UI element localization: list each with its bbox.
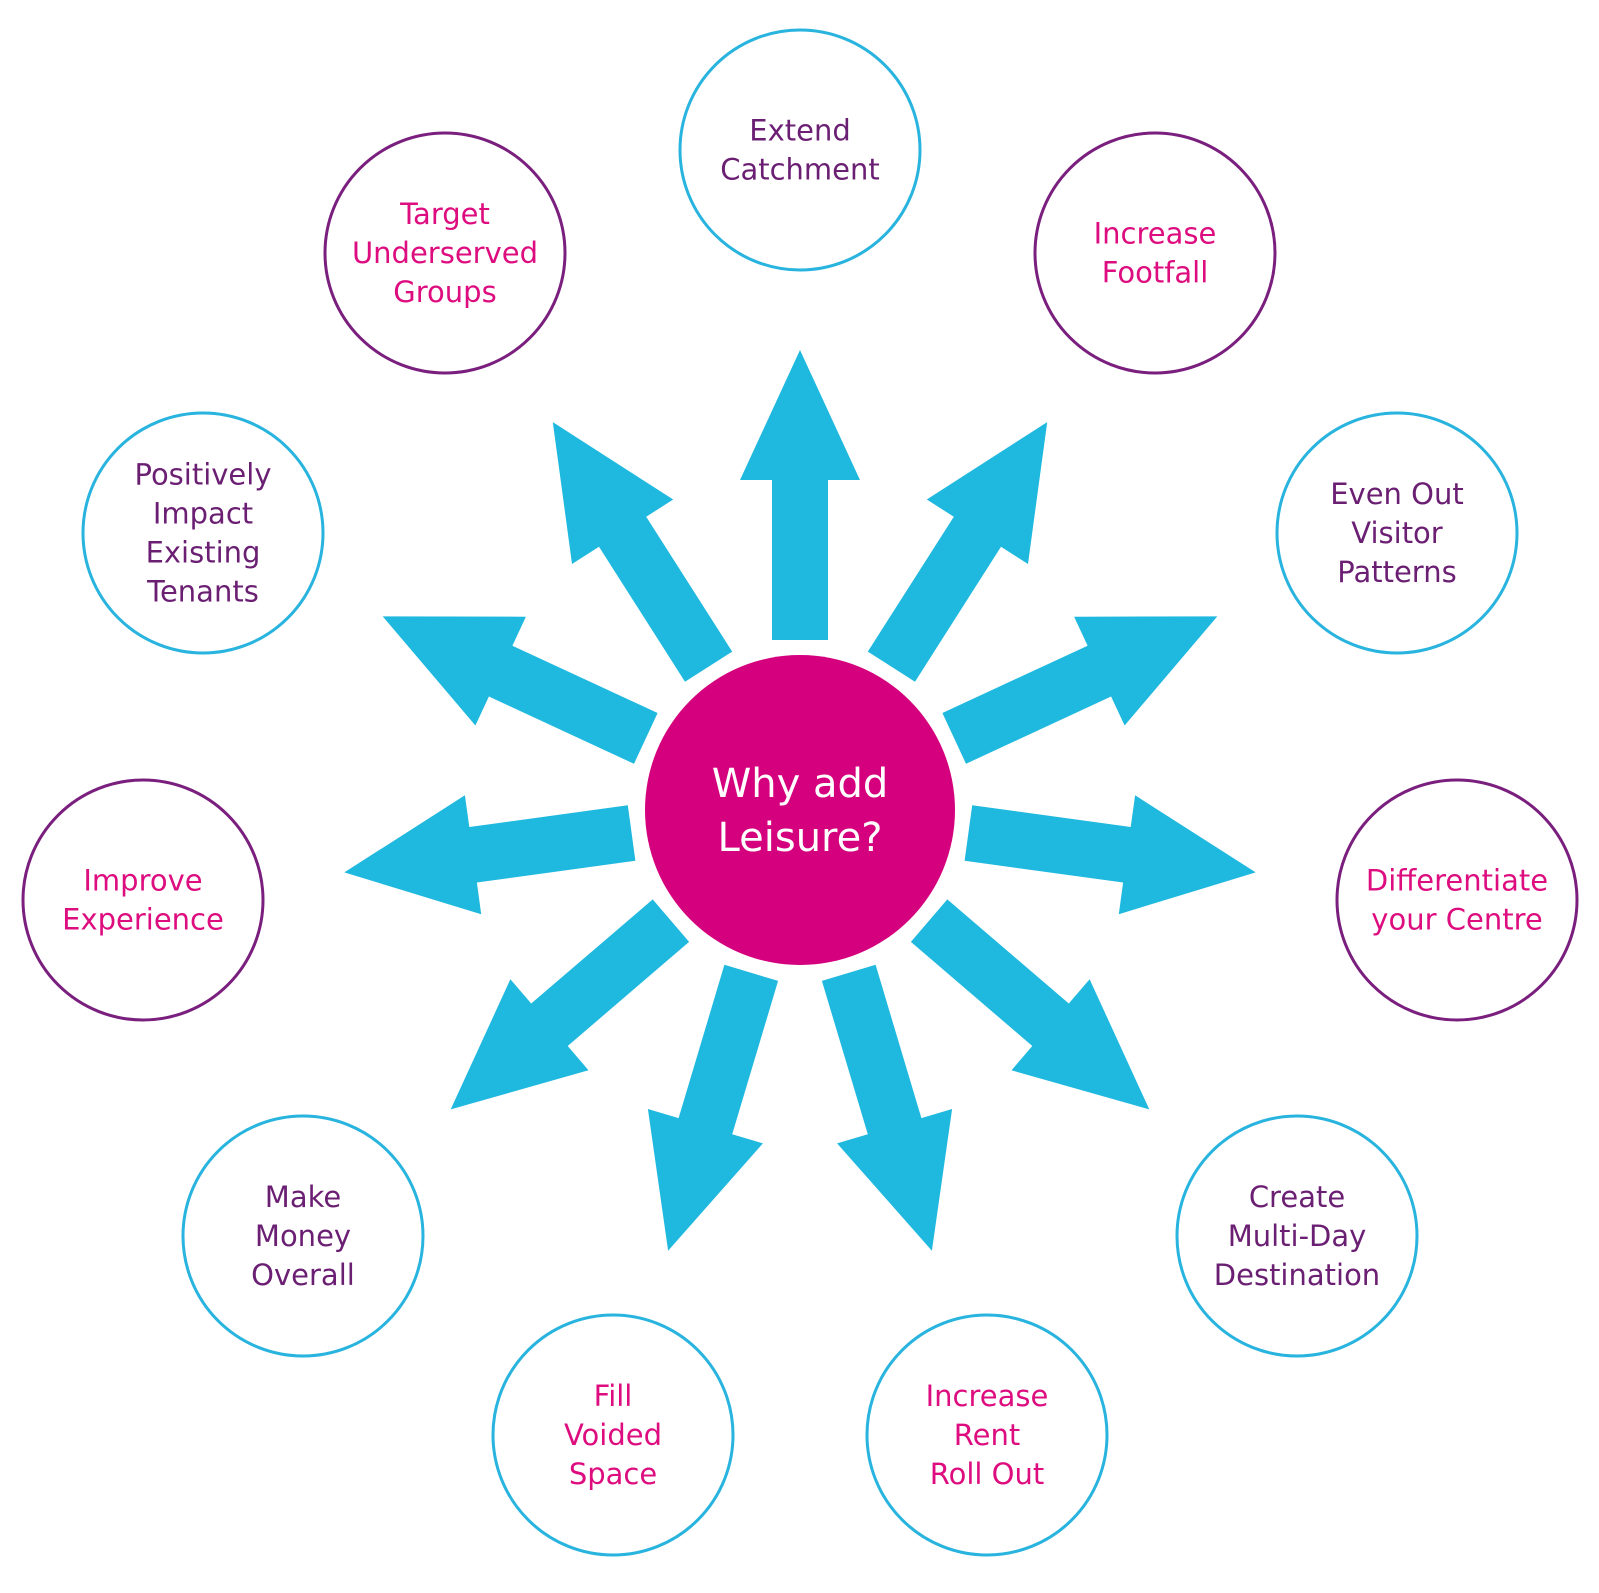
node-label-line: Footfall bbox=[1102, 256, 1209, 290]
node-circle bbox=[1033, 131, 1277, 375]
node-label-line: Multi-Day bbox=[1228, 1219, 1367, 1253]
arrow-to-positively-impact-existing-tenants bbox=[382, 616, 658, 764]
node-label-line: Patterns bbox=[1337, 555, 1456, 589]
node-label-line: Catchment bbox=[720, 153, 880, 187]
node-circle bbox=[1175, 1114, 1419, 1358]
arrow-to-improve-experience bbox=[344, 795, 636, 915]
node-label-line: Improve bbox=[83, 864, 202, 898]
node-label-line: Extend bbox=[749, 114, 851, 148]
arrow-to-increase-footfall bbox=[867, 422, 1048, 682]
arrow-to-make-money-overall bbox=[450, 899, 690, 1110]
center-label-line: Leisure? bbox=[718, 815, 883, 861]
node-label-line: your Centre bbox=[1371, 903, 1542, 937]
arrow-to-increase-rent-roll-out bbox=[821, 964, 953, 1251]
node-label-line: Existing bbox=[146, 536, 261, 570]
node-label-line: Target bbox=[399, 197, 490, 231]
node-label-line: Roll Out bbox=[930, 1457, 1045, 1491]
node-label-line: Experience bbox=[62, 903, 224, 937]
node-circle bbox=[678, 28, 922, 272]
arrow-to-differentiate-your-centre bbox=[964, 795, 1256, 915]
node-label-line: Positively bbox=[134, 458, 271, 492]
center-circle bbox=[645, 655, 955, 965]
node-label-line: Destination bbox=[1214, 1258, 1380, 1292]
node-label-line: Differentiate bbox=[1366, 864, 1548, 898]
node-circle bbox=[1275, 411, 1519, 655]
node-label-line: Visitor bbox=[1351, 516, 1443, 550]
arrow-to-fill-voided-space bbox=[647, 964, 779, 1251]
node-label-line: Make bbox=[265, 1180, 341, 1214]
node-label-line: Space bbox=[569, 1457, 657, 1491]
node-circle bbox=[181, 1114, 425, 1358]
arrows-group bbox=[344, 350, 1256, 1251]
node-label-line: Tenants bbox=[146, 575, 259, 609]
node-circle bbox=[491, 1313, 735, 1557]
node-label-line: Even Out bbox=[1330, 477, 1464, 511]
node-circle bbox=[1335, 778, 1579, 1022]
node-label-line: Rent bbox=[954, 1418, 1020, 1452]
node-label-line: Groups bbox=[393, 275, 496, 309]
arrow-to-even-out-visitor-patterns bbox=[942, 616, 1218, 764]
node-circle bbox=[865, 1313, 1109, 1557]
arrow-to-create-multi-day-destination bbox=[910, 899, 1150, 1110]
node-label-line: Voided bbox=[564, 1418, 662, 1452]
node-label-line: Increase bbox=[1094, 217, 1217, 251]
node-circle bbox=[81, 411, 325, 655]
node-label-line: Money bbox=[255, 1219, 351, 1253]
node-label-line: Create bbox=[1249, 1180, 1345, 1214]
node-circle bbox=[21, 778, 265, 1022]
center-label-line: Why add bbox=[712, 761, 889, 807]
node-label-line: Underserved bbox=[352, 236, 538, 270]
arrow-to-target-underserved-groups bbox=[552, 422, 733, 682]
node-label: Differentiate your Centre bbox=[1366, 864, 1548, 937]
node-circle bbox=[323, 131, 567, 375]
node-label-line: Fill bbox=[594, 1379, 633, 1413]
node-label-line: Overall bbox=[251, 1258, 355, 1292]
node-differentiate-your-centre: Differentiate your Centre bbox=[1335, 778, 1579, 1022]
node-label-line: Increase bbox=[926, 1379, 1049, 1413]
arrow-to-extend-catchment bbox=[740, 350, 860, 640]
node-label-line: Impact bbox=[153, 497, 253, 531]
